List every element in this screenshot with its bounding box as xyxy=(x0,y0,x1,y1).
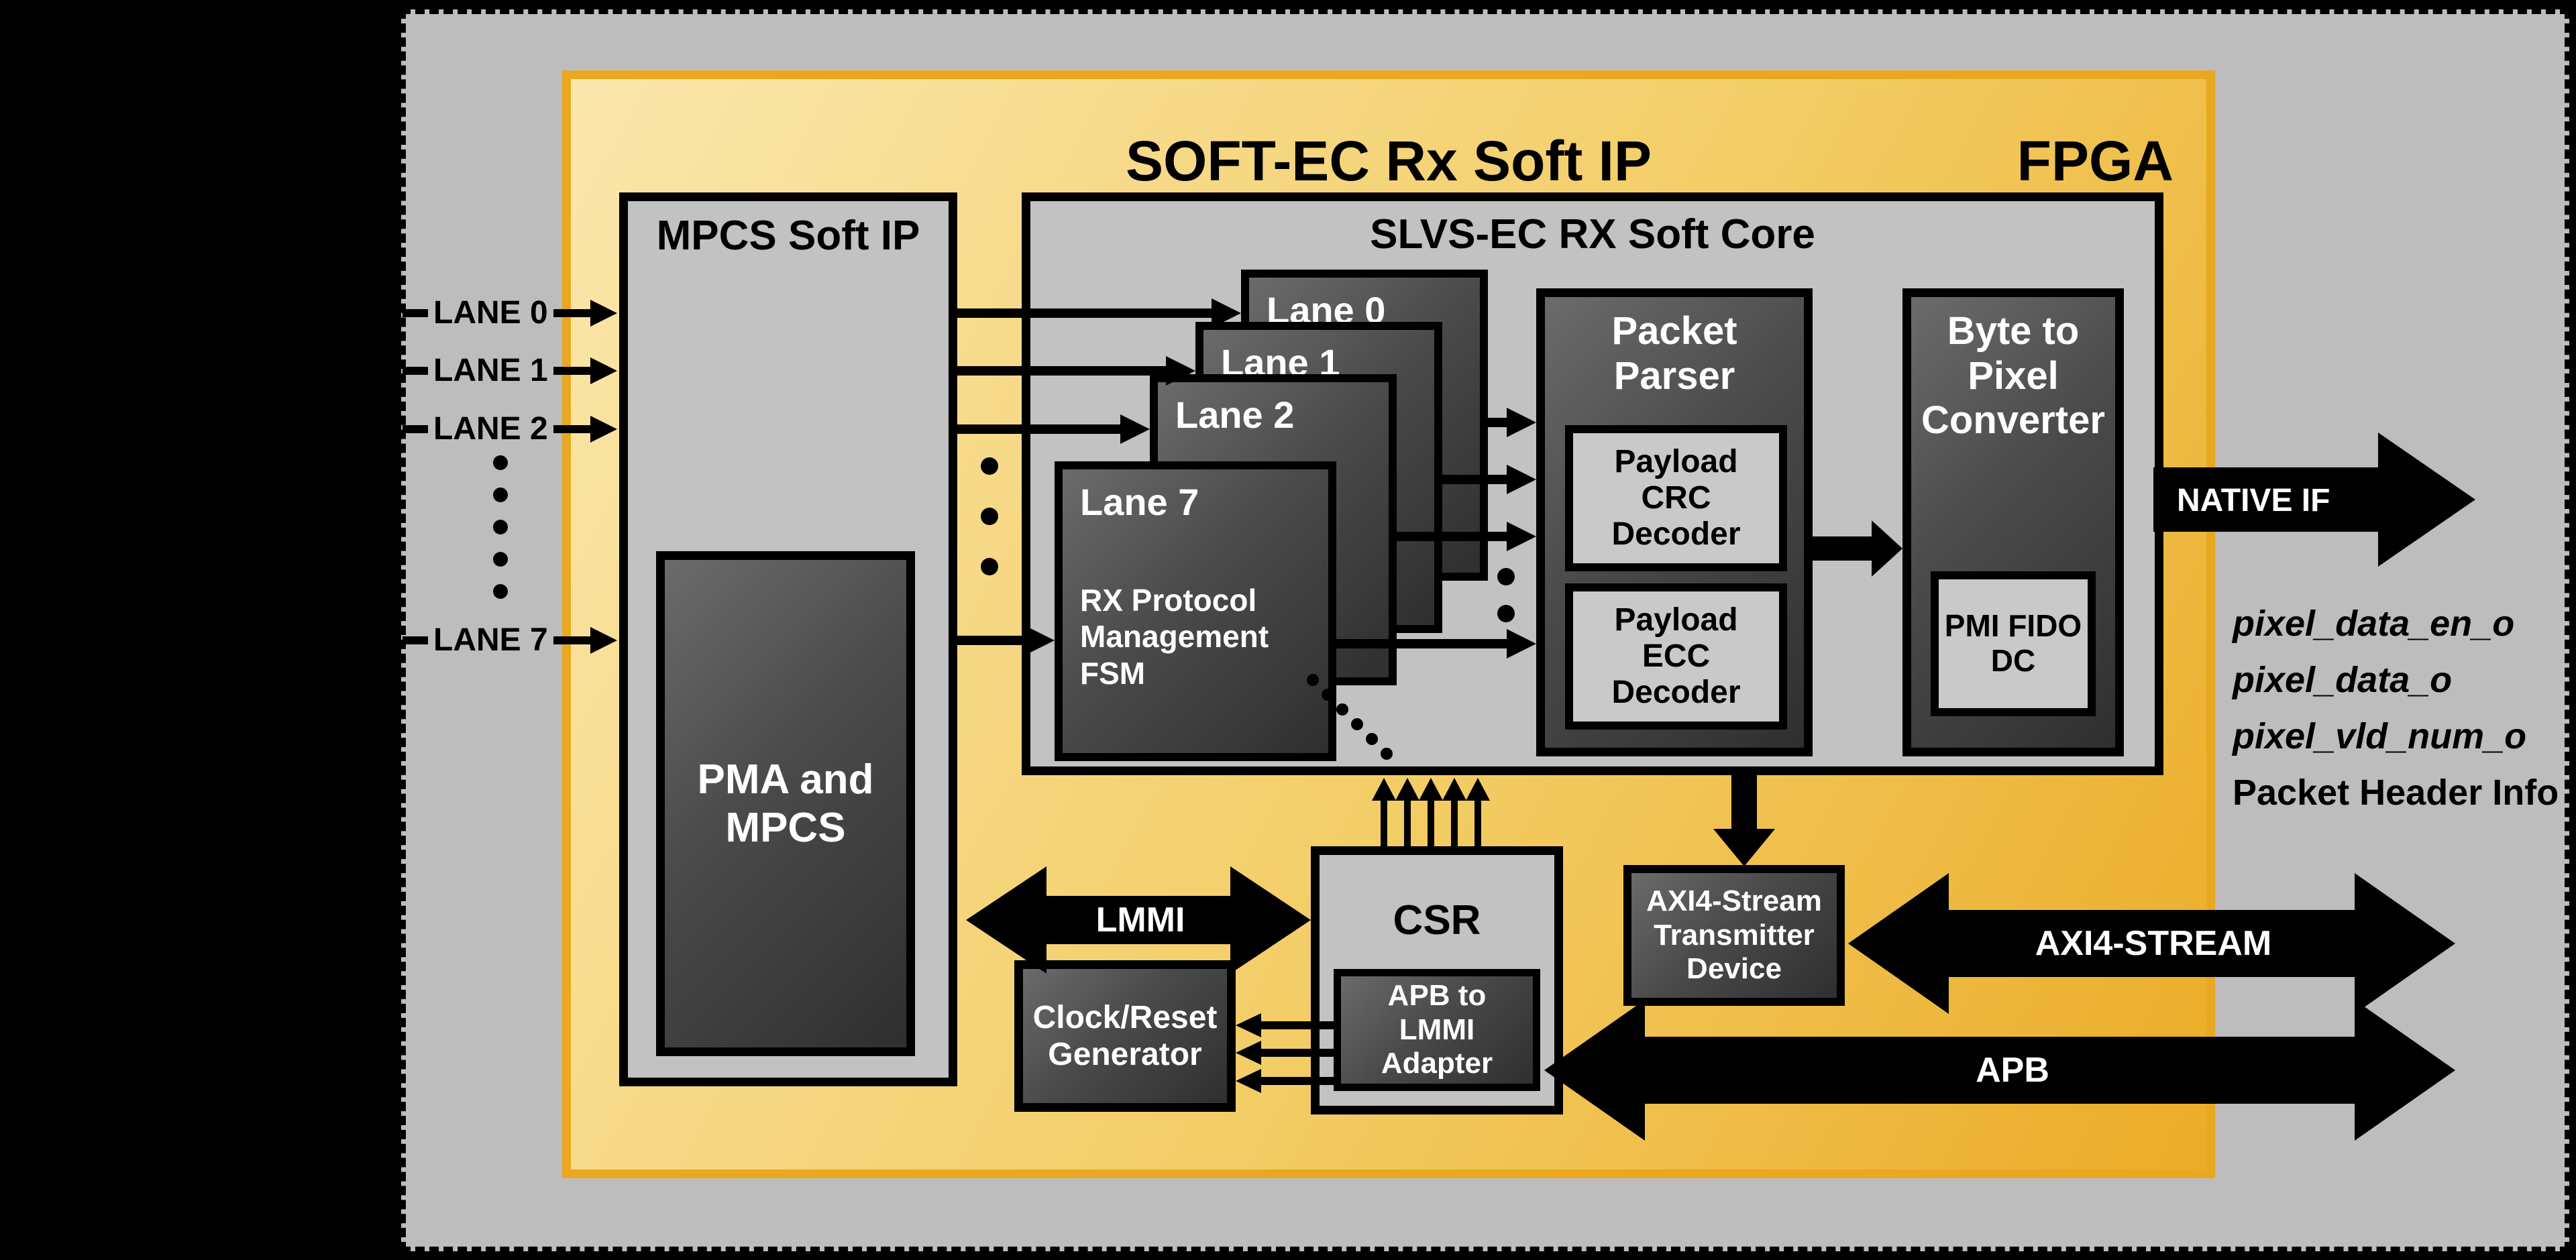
ellipsis-dot xyxy=(493,552,508,567)
byte-to-pixel-title: Byte to Pixel Converter xyxy=(1921,309,2105,443)
native-if-label: NATIVE IF xyxy=(2177,483,2330,518)
pmi-fido-dc-label: PMI FIDO DC xyxy=(1944,608,2082,678)
lane-7-label: Lane 7 xyxy=(1080,481,1199,523)
payload-ecc-decoder-block: Payload ECC Decoder xyxy=(1565,583,1787,730)
lane1-to-parser-arrow xyxy=(1442,465,1536,494)
ellipsis-dot xyxy=(1322,689,1334,701)
ellipsis-dot xyxy=(493,584,508,599)
parser-to-converter-arrow xyxy=(1813,520,1902,577)
input-lane-1-label: LANE 1 xyxy=(428,347,553,395)
packet-parser-title: Packet Parser xyxy=(1611,309,1737,398)
apb-to-lmmi-adapter-label: APB to LMMI Adapter xyxy=(1381,979,1493,1080)
lane-2-label: Lane 2 xyxy=(1175,394,1295,436)
mpcs-title: MPCS Soft IP xyxy=(656,213,920,259)
rx-protocol-fsm-label: RX Protocol Management FSM xyxy=(1080,583,1269,691)
adapter-to-clock-arrow xyxy=(1236,1013,1334,1037)
ellipsis-dot xyxy=(981,508,998,525)
native-if-arrow xyxy=(2153,433,2475,567)
pmi-fido-dc-block: PMI FIDO DC xyxy=(1931,571,2096,716)
clock-reset-generator-block: Clock/Reset Generator xyxy=(1014,960,1236,1112)
input-lane-2-label: LANE 2 xyxy=(428,405,553,453)
ellipsis-dot xyxy=(1351,718,1363,730)
csr-up-arrow xyxy=(1466,778,1490,848)
signal-pixel-data: pixel_data_o xyxy=(2233,660,2453,700)
apb-bus-arrow xyxy=(1544,1000,2455,1141)
ellipsis-dot xyxy=(981,457,998,475)
lane-7-block: Lane 7 RX Protocol Management FSM xyxy=(1055,461,1336,761)
clock-reset-generator-label: Clock/Reset Generator xyxy=(1032,999,1218,1072)
mpcs-to-lane7-arrow xyxy=(957,626,1055,655)
ellipsis-dot xyxy=(1497,605,1515,622)
ellipsis-dot xyxy=(493,520,508,534)
lane2-to-parser-arrow xyxy=(1397,522,1536,551)
ellipsis-dot xyxy=(493,455,508,470)
apb-to-lmmi-adapter-block: APB to LMMI Adapter xyxy=(1334,969,1540,1091)
axi4-stream-bus-arrow xyxy=(1848,873,2455,1014)
ellipsis-dot xyxy=(1336,703,1348,715)
lmmi-bus-label: LMMI xyxy=(1095,901,1185,939)
ellipsis-dot xyxy=(493,488,508,502)
ellipsis-dot xyxy=(1307,674,1319,686)
lmmi-bus-arrow xyxy=(966,866,1311,974)
ellipsis-dot xyxy=(1381,748,1393,760)
ellipsis-dot xyxy=(1366,733,1378,745)
adapter-to-clock-arrow xyxy=(1236,1069,1334,1093)
csr-up-arrow xyxy=(1372,778,1396,848)
mpcs-to-lane0-arrow xyxy=(957,298,1241,328)
input-lane-7-label: LANE 7 xyxy=(428,616,553,665)
payload-crc-decoder-block: Payload CRC Decoder xyxy=(1565,425,1787,571)
axi-stream-transmitter-label: AXI4-Stream Transmitter Device xyxy=(1646,884,1822,986)
page-title: SOFT-EC Rx Soft IP xyxy=(1125,129,1652,192)
csr-label: CSR xyxy=(1393,897,1481,943)
signal-pixel-vld-num: pixel_vld_num_o xyxy=(2233,716,2527,756)
fpga-label: FPGA xyxy=(2017,129,2174,192)
payload-ecc-decoder-label: Payload ECC Decoder xyxy=(1611,602,1741,710)
input-lane-0-label: LANE 0 xyxy=(428,289,553,337)
parser-to-axi-tx-arrow xyxy=(1713,775,1775,866)
csr-up-arrow xyxy=(1442,778,1466,848)
payload-crc-decoder-label: Payload CRC Decoder xyxy=(1611,444,1741,552)
pma-mpcs-label: PMA and MPCS xyxy=(697,756,874,851)
ellipsis-dot xyxy=(981,558,998,575)
lane0-to-parser-arrow xyxy=(1488,408,1536,437)
pma-mpcs-block: PMA and MPCS xyxy=(656,551,915,1056)
lane7-to-parser-arrow xyxy=(1336,629,1536,658)
axi-stream-transmitter-block: AXI4-Stream Transmitter Device xyxy=(1623,865,1845,1006)
csr-up-arrow xyxy=(1395,778,1419,848)
slvs-title: SLVS-EC RX Soft Core xyxy=(1370,211,1815,257)
ellipsis-dot xyxy=(1497,568,1515,585)
signal-pixel-data-en: pixel_data_en_o xyxy=(2233,604,2515,644)
signal-packet-header-info: Packet Header Info xyxy=(2233,772,2559,813)
axi4-stream-bus-label: AXI4-STREAM xyxy=(2035,924,2272,963)
apb-bus-label: APB xyxy=(1976,1051,2049,1090)
csr-up-arrow xyxy=(1419,778,1443,848)
adapter-to-clock-arrow xyxy=(1236,1041,1334,1065)
mpcs-to-lane1-arrow xyxy=(957,356,1195,386)
mpcs-to-lane2-arrow xyxy=(957,414,1150,444)
